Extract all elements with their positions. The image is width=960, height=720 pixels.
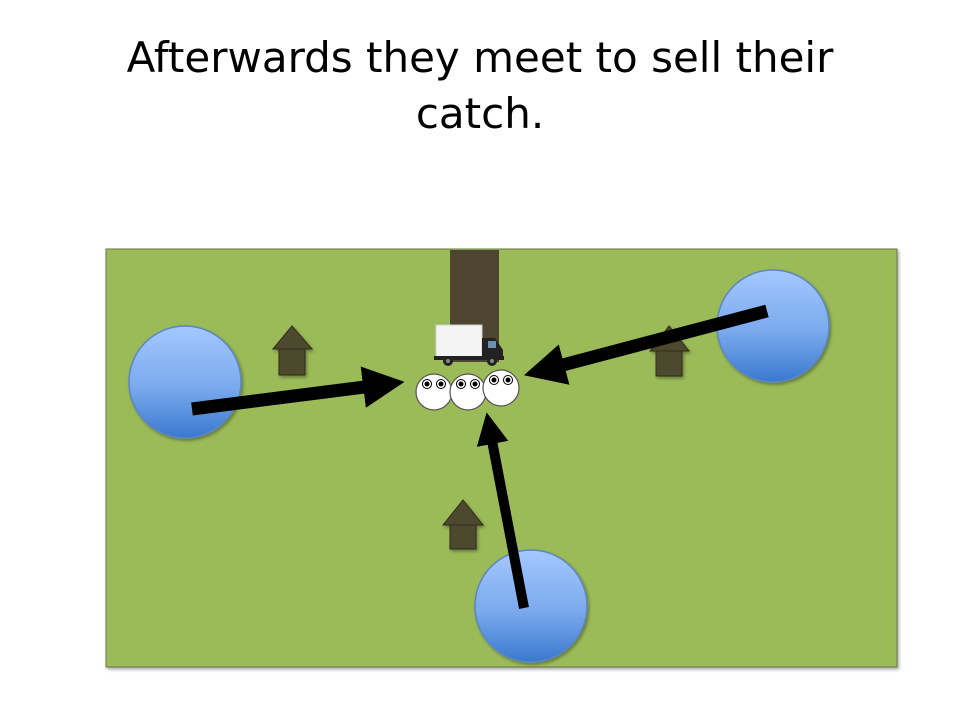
arrow-from-bottom-pond bbox=[476, 412, 529, 609]
arrow-from-right-pond bbox=[523, 304, 769, 385]
fisherman-face-1 bbox=[415, 373, 453, 411]
slide-title: Afterwards they meet to sell their catch… bbox=[126, 33, 834, 138]
house-bottom bbox=[441, 499, 485, 550]
fisherman-face-2 bbox=[449, 373, 487, 411]
fisherman-face-3 bbox=[482, 369, 520, 407]
truck-icon bbox=[434, 324, 504, 366]
house-left bbox=[271, 325, 314, 376]
arrow-from-left-pond bbox=[191, 366, 405, 416]
pond-left bbox=[128, 325, 242, 439]
pond-bottom bbox=[474, 549, 588, 663]
